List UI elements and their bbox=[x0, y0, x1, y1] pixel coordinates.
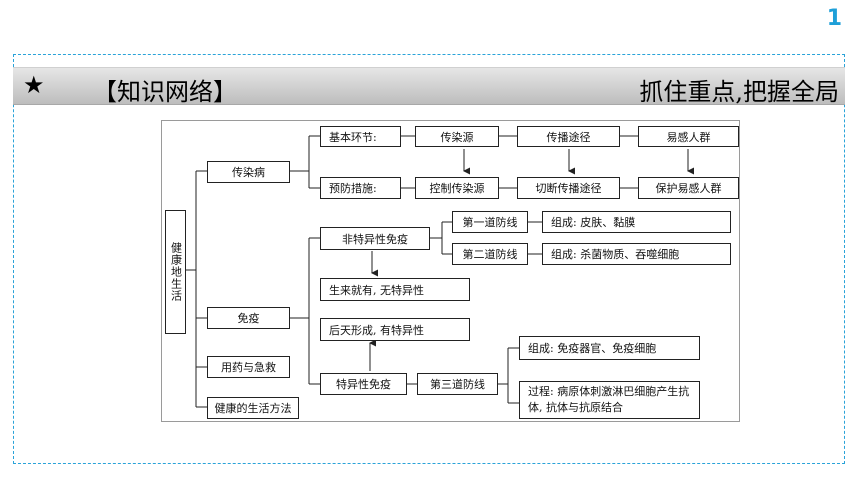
section-banner: ★ 【知识网络】 抓住重点,把握全局 bbox=[13, 67, 845, 106]
node-infectious-disease: 传染病 bbox=[207, 161, 290, 183]
star-icon: ★ bbox=[23, 71, 45, 99]
node-control-source: 控制传染源 bbox=[415, 177, 499, 199]
node-prevention-measures: 预防措施: bbox=[320, 177, 401, 199]
node-susceptible-population: 易感人群 bbox=[638, 126, 739, 147]
node-basic-links: 基本环节: bbox=[320, 126, 401, 147]
node-nonspecific-immunity: 非特异性免疫 bbox=[320, 227, 430, 250]
node-specific-immunity: 特异性免疫 bbox=[320, 373, 407, 395]
node-first-line: 第一道防线 bbox=[452, 211, 528, 233]
node-healthy-lifestyle: 健康的生活方法 bbox=[207, 397, 299, 419]
node-cut-transmission: 切断传播途径 bbox=[517, 177, 620, 199]
section-slogan: 抓住重点,把握全局 bbox=[639, 78, 839, 106]
node-third-line: 第三道防线 bbox=[417, 373, 498, 395]
node-medicine-first-aid: 用药与急救 bbox=[207, 356, 290, 378]
node-second-line-composition: 组成: 杀菌物质、吞噬细胞 bbox=[542, 243, 731, 265]
node-third-line-composition: 组成: 免疫器官、免疫细胞 bbox=[519, 336, 700, 360]
node-third-line-process: 过程: 病原体刺激淋巴细胞产生抗体, 抗体与抗原结合 bbox=[519, 381, 700, 419]
knowledge-map: 健康地生活 传染病 免疫 用药与急救 健康的生活方法 基本环节: 传染源 传播途… bbox=[161, 120, 740, 422]
root-node: 健康地生活 bbox=[165, 210, 186, 334]
node-second-line: 第二道防线 bbox=[452, 243, 528, 265]
node-protect-susceptible: 保护易感人群 bbox=[638, 177, 739, 199]
node-immunity: 免疫 bbox=[207, 307, 290, 329]
page-number: 1 bbox=[826, 6, 842, 31]
node-innate: 生来就有, 无特异性 bbox=[320, 278, 470, 301]
node-first-line-composition: 组成: 皮肤、黏膜 bbox=[542, 211, 731, 233]
content-frame bbox=[13, 54, 845, 464]
node-acquired: 后天形成, 有特异性 bbox=[320, 318, 470, 341]
node-infection-source: 传染源 bbox=[415, 126, 499, 147]
section-title: 【知识网络】 bbox=[93, 78, 237, 106]
node-transmission-route: 传播途径 bbox=[517, 126, 620, 147]
connector-lines bbox=[186, 135, 694, 408]
